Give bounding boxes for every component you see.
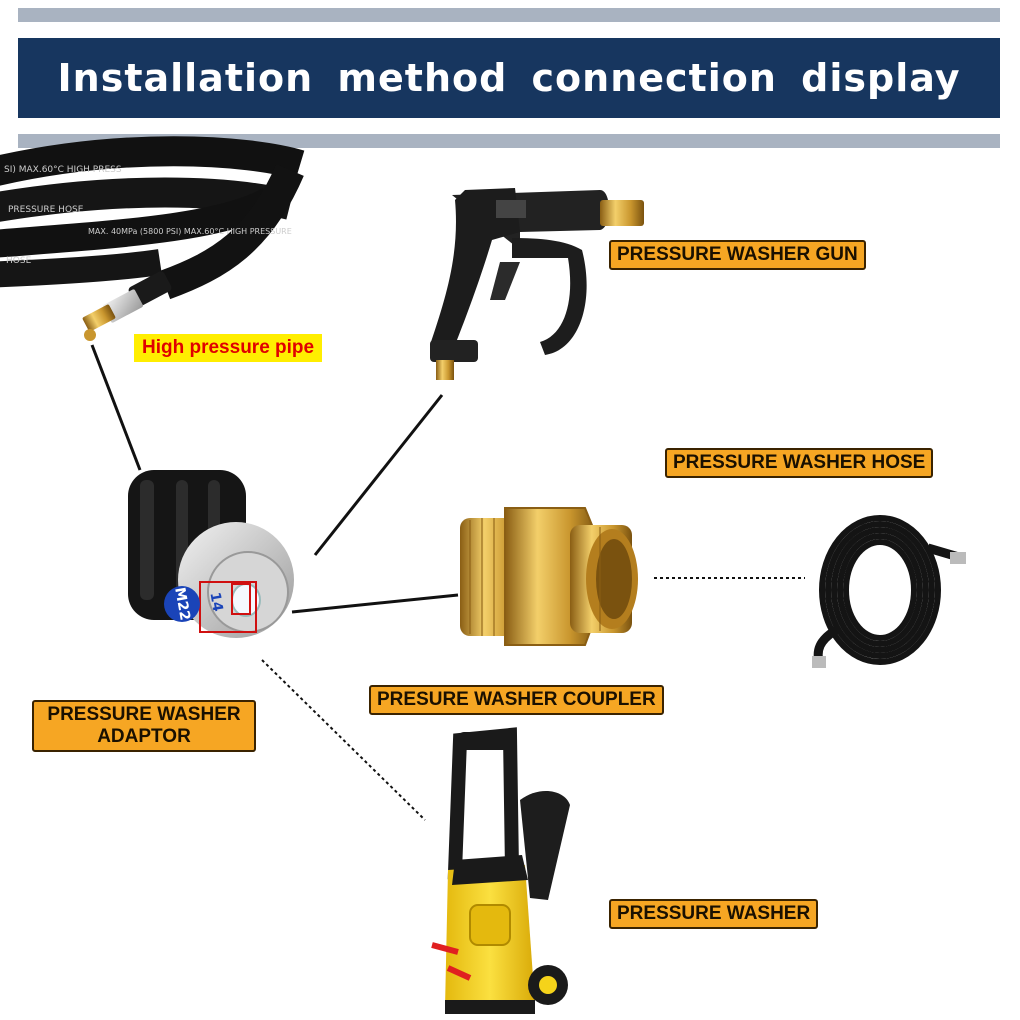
pressure-washer-gun-image [430,188,644,380]
header-banner: Installation method connection display [18,38,1000,118]
connector-coupler-adaptor [291,593,459,614]
pressure-washer-hose-label: PRESSURE WASHER HOSE [665,448,934,478]
pressure-washer-gun-label: PRESSURE WASHER GUN [609,240,866,270]
pressure-washer-coupler-image [460,507,638,646]
page-title: Installation method connection display [57,56,961,100]
pressure-washer-adaptor-image: M22 14 [128,470,294,638]
adaptor-label-line2: ADAPTOR [97,726,191,747]
hose-print-line1: SI) MAX.60°C HIGH PRESS [4,165,122,175]
high-pressure-pipe-label: High pressure pipe [134,334,323,362]
hose-coil-image: SI) MAX.60°C HIGH PRESS PRESSURE HOSE MA… [0,136,305,341]
pressure-washer-coupler-label: PRESURE WASHER COUPLER [369,685,664,715]
hose-print-line3: MAX. 40MPa (5800 PSI) MAX.60°C HIGH PRES… [88,227,292,236]
pressure-washer-hose-image [812,515,966,668]
adaptor-inner-mark: 14 [206,591,225,613]
hose-print-line2: PRESSURE HOSE [8,205,84,215]
connector-pipe-adaptor [90,344,142,471]
pressure-washer-label: PRESSURE WASHER [609,899,819,929]
connector-washer-adaptor [261,659,426,821]
connector-gun-adaptor [313,394,444,556]
pressure-washer-adaptor-label: PRESSURE WASHER ADAPTOR [32,700,256,752]
pressure-washer-image [431,727,570,1014]
header-stripe-top [18,8,1000,22]
adaptor-label-line1: PRESSURE WASHER [47,704,241,725]
hose-print-line4: HOSE [6,256,32,266]
adaptor-thread-mark: M22 [171,586,193,622]
